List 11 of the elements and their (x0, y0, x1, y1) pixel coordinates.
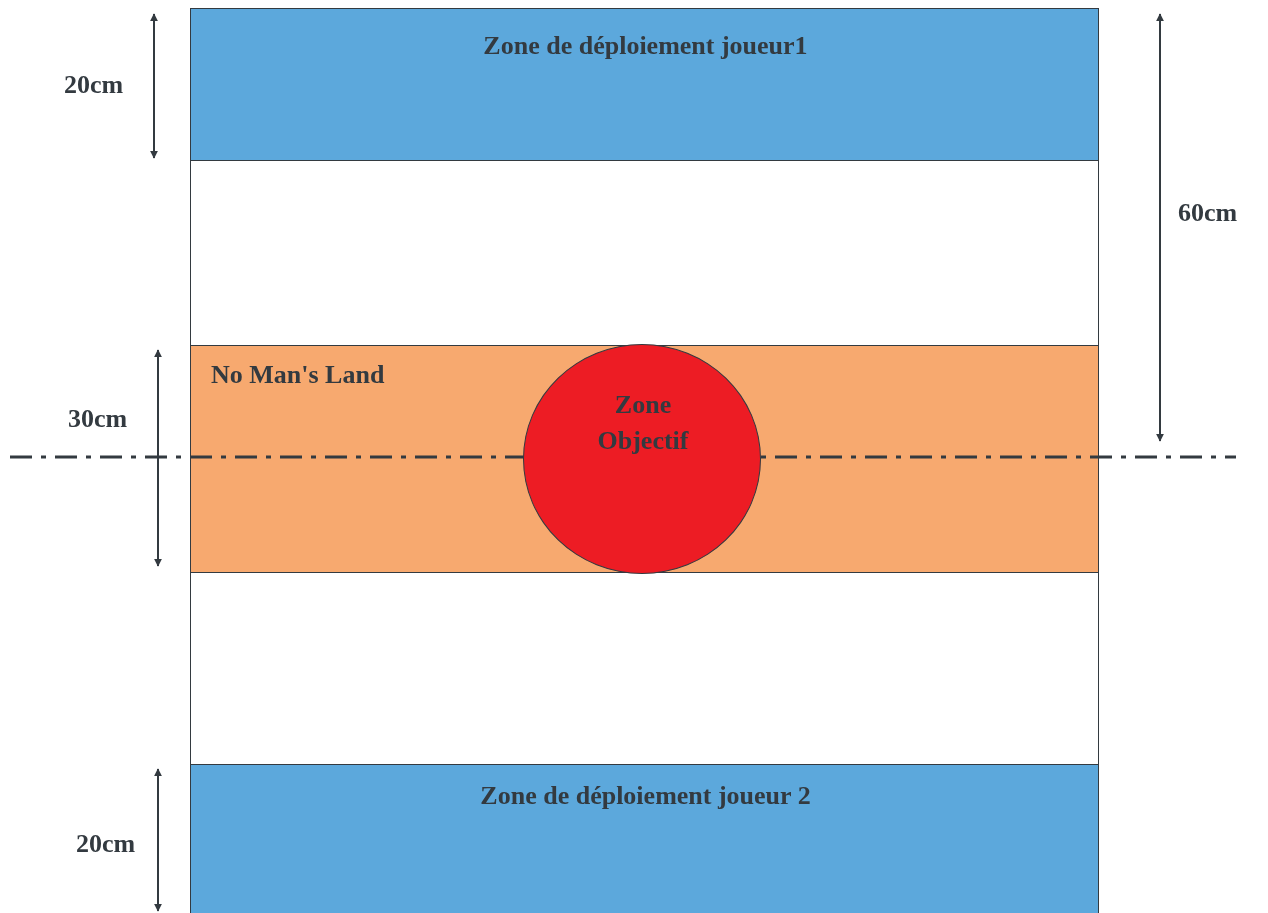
dimension-label: 20cm (76, 829, 136, 859)
zone-label: No Man's Land (211, 360, 385, 390)
zone-label: Zone Objectif (596, 389, 690, 457)
zone-label: Zone de déploiement joueur1 (482, 31, 809, 61)
deployment-zone (190, 8, 1099, 161)
no-mans-land-band (190, 345, 1099, 573)
dimension-label: 60cm (1178, 198, 1238, 228)
zone-label: Zone de déploiement joueur 2 (479, 781, 812, 811)
dimension-label: 20cm (64, 70, 124, 100)
deployment-zone (190, 764, 1099, 913)
dimension-label: 30cm (68, 404, 128, 434)
